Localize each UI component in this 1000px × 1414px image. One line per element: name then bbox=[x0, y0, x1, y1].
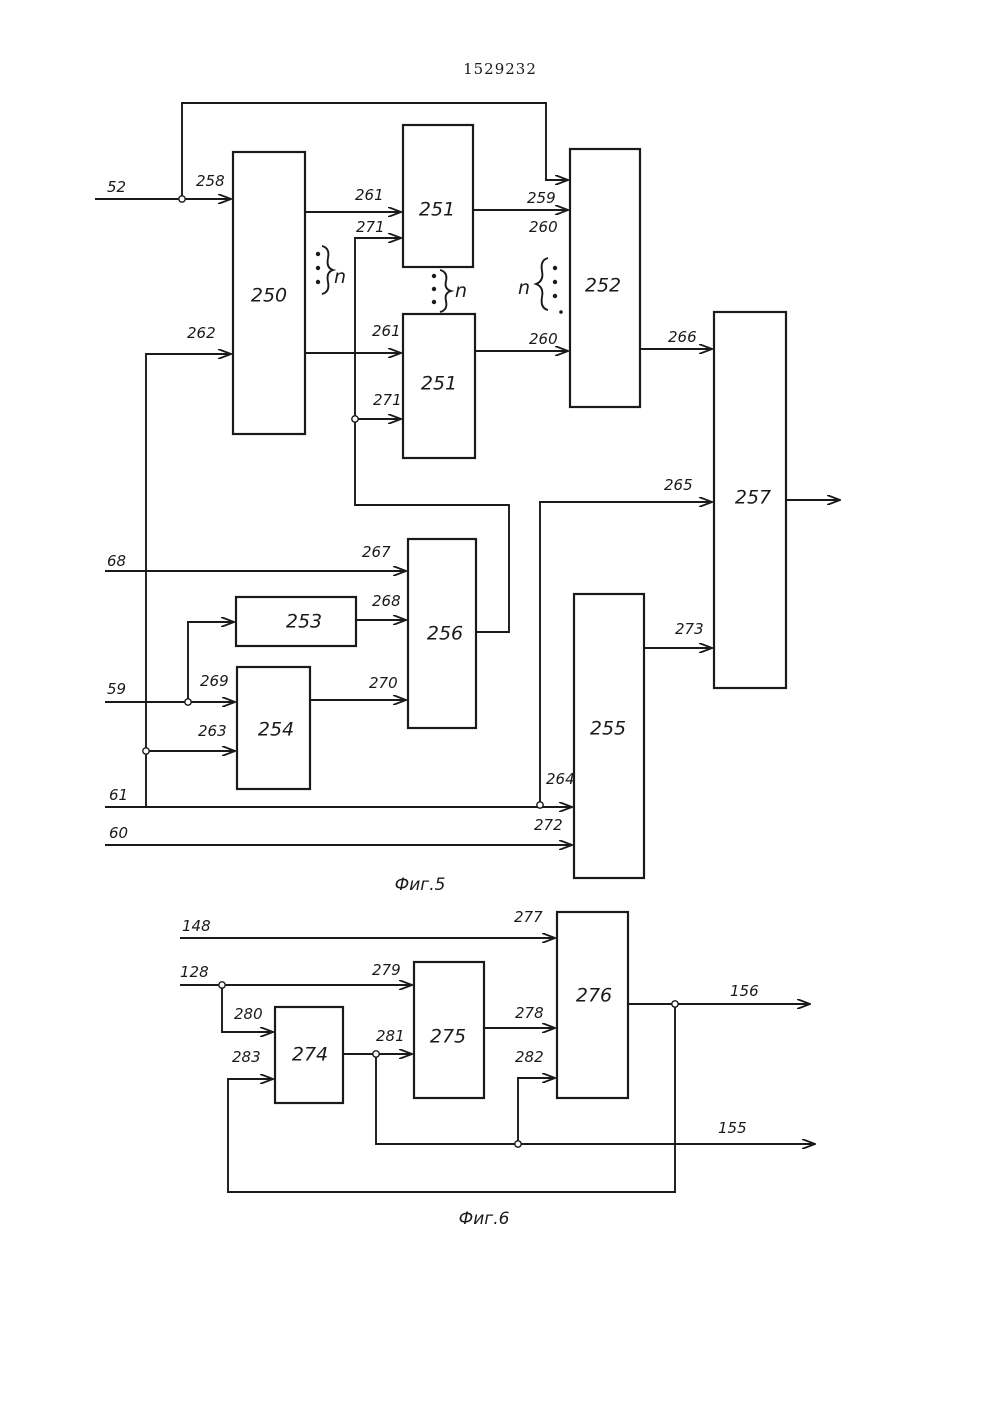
input-128-label: 128 bbox=[180, 963, 209, 981]
junction-dot bbox=[537, 802, 543, 808]
port-280-label: 280 bbox=[234, 1005, 263, 1023]
block-253-label: 253 bbox=[286, 611, 322, 633]
figure-6: 274 275 276 148 128 156 155 277 279 280 … bbox=[180, 908, 815, 1229]
output-156-label: 156 bbox=[730, 982, 759, 1000]
block-257-label: 257 bbox=[735, 487, 771, 509]
port-281-label: 281 bbox=[376, 1027, 405, 1045]
figure-5-caption: Фиг.5 bbox=[395, 875, 446, 895]
block-250-label: 250 bbox=[251, 285, 287, 307]
wire-282 bbox=[518, 1078, 555, 1144]
ellipsis-n-3: n bbox=[518, 258, 563, 314]
block-254-label: 254 bbox=[258, 719, 294, 741]
port-267-label: 267 bbox=[362, 543, 391, 561]
ellipsis-n-2: n bbox=[432, 270, 467, 312]
port-279-label: 279 bbox=[372, 961, 401, 979]
port-266-label: 266 bbox=[668, 328, 697, 346]
input-61-label: 61 bbox=[109, 786, 128, 804]
block-251-top bbox=[403, 125, 473, 267]
port-270-label: 270 bbox=[369, 674, 398, 692]
port-265-label: 265 bbox=[664, 476, 693, 494]
block-275-label: 275 bbox=[430, 1026, 466, 1048]
input-60-label: 60 bbox=[109, 824, 128, 842]
block-251-top-label: 251 bbox=[419, 199, 455, 221]
port-264-label: 264 bbox=[546, 770, 575, 788]
junction-dot bbox=[515, 1141, 521, 1147]
port-262-label: 262 bbox=[187, 324, 216, 342]
junction-dot bbox=[373, 1051, 379, 1057]
port-282-label: 282 bbox=[515, 1048, 544, 1066]
port-269-label: 269 bbox=[200, 672, 229, 690]
label-n: n bbox=[518, 277, 530, 299]
block-276-label: 276 bbox=[576, 985, 612, 1007]
block-251-bottom-label: 251 bbox=[421, 373, 457, 395]
junction-dot bbox=[672, 1001, 678, 1007]
port-258-label: 258 bbox=[196, 172, 225, 190]
figure-5: n n n 250 251 251 252 257 253 254 256 25… bbox=[95, 103, 840, 895]
junction-dot bbox=[219, 982, 225, 988]
junction-dot bbox=[143, 748, 149, 754]
port-263-label: 263 bbox=[198, 722, 227, 740]
label-n: n bbox=[455, 280, 467, 302]
ellipsis-n-1: n bbox=[316, 246, 346, 294]
block-256-label: 256 bbox=[427, 623, 463, 645]
junction-dot bbox=[352, 416, 358, 422]
block-255-label: 255 bbox=[590, 718, 626, 740]
port-283-label: 283 bbox=[232, 1048, 261, 1066]
port-268-label: 268 bbox=[372, 592, 401, 610]
junction-dot bbox=[185, 699, 191, 705]
input-68-label: 68 bbox=[107, 552, 126, 570]
label-n: n bbox=[334, 266, 346, 288]
wire-59-to-253 bbox=[188, 622, 234, 702]
input-52-label: 52 bbox=[107, 178, 126, 196]
port-271-bottom-label: 271 bbox=[373, 391, 402, 409]
port-260-bottom-label: 260 bbox=[529, 330, 558, 348]
port-260-top-label: 260 bbox=[529, 218, 558, 236]
junction-dot bbox=[179, 196, 185, 202]
input-148-label: 148 bbox=[182, 917, 211, 935]
port-271-top-label: 271 bbox=[356, 218, 385, 236]
port-261-top-label: 261 bbox=[355, 186, 384, 204]
output-155-label: 155 bbox=[718, 1119, 747, 1137]
port-272-label: 272 bbox=[534, 816, 563, 834]
block-252-label: 252 bbox=[585, 275, 621, 297]
port-277-label: 277 bbox=[514, 908, 543, 926]
block-274-label: 274 bbox=[292, 1044, 328, 1066]
figure-6-caption: Фиг.6 bbox=[459, 1209, 510, 1229]
input-59-label: 59 bbox=[107, 680, 126, 698]
port-261-bottom-label: 261 bbox=[372, 322, 401, 340]
port-259-label: 259 bbox=[527, 189, 556, 207]
port-273-label: 273 bbox=[675, 620, 704, 638]
port-278-label: 278 bbox=[515, 1004, 544, 1022]
